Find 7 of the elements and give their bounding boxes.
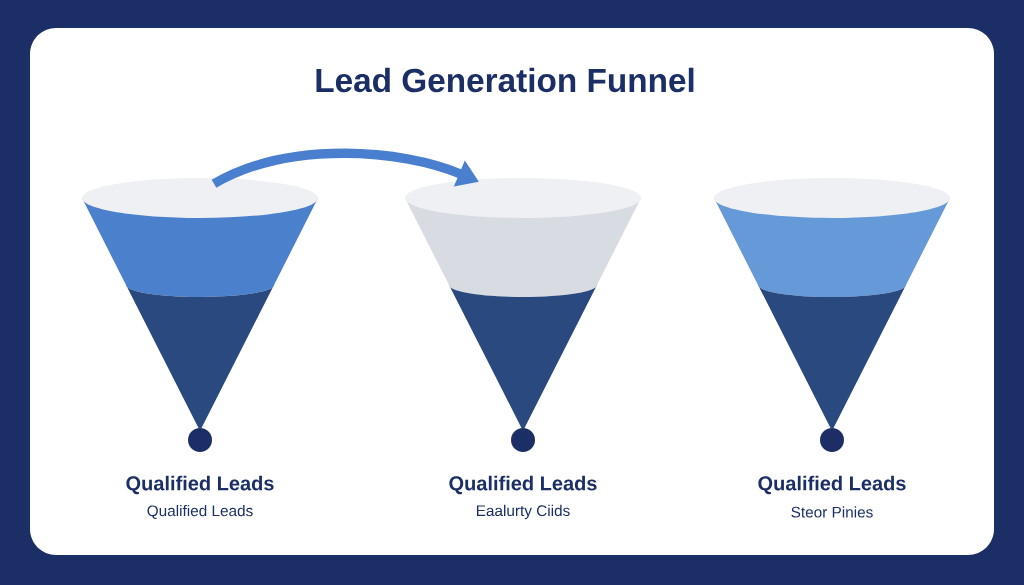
funnel-heading: Qualified Leads — [449, 475, 597, 495]
funnel-caption: Qualified Leads — [147, 505, 253, 519]
funnel-heading: Qualified Leads — [126, 475, 274, 495]
funnel-caption: Steor Pinies — [791, 506, 873, 518]
funnel-heading: Qualified Leads — [758, 475, 906, 495]
funnel-caption: Eaalurty Ciids — [476, 504, 570, 520]
title: Lead Generation Funnel — [316, 67, 694, 93]
